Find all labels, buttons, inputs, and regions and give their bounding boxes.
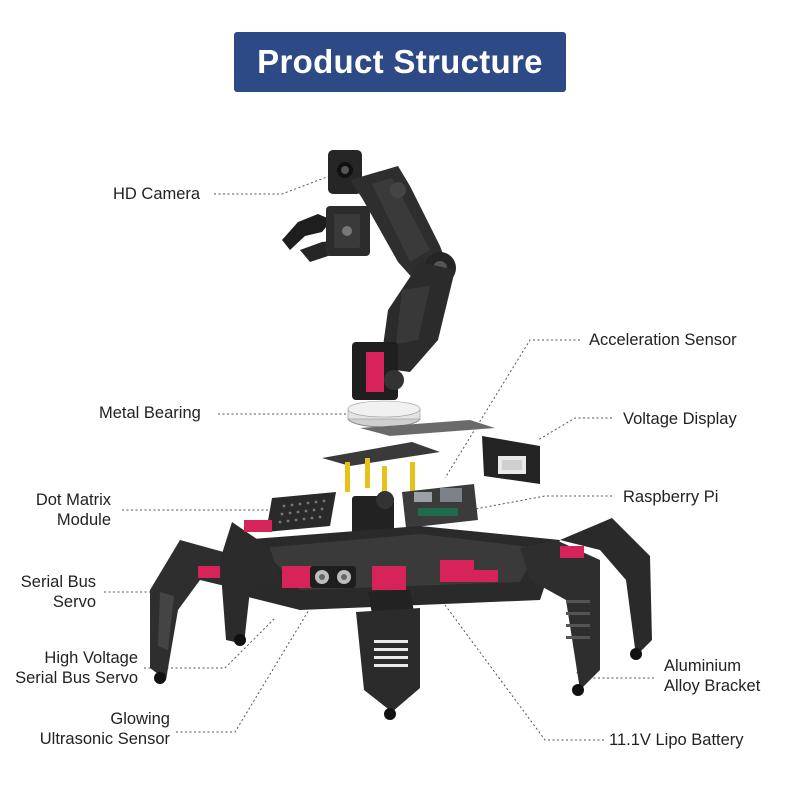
- label-acceleration-sensor: Acceleration Sensor: [589, 331, 737, 349]
- mounting-plates: [322, 420, 495, 494]
- label-high-voltage-line2: Serial Bus Servo: [15, 669, 138, 687]
- label-high-voltage-line1: High Voltage: [44, 649, 138, 667]
- body-chassis: [228, 526, 560, 614]
- dot-matrix-module: [266, 492, 336, 532]
- robot-arm: [282, 150, 456, 400]
- leader-battery: [444, 604, 604, 741]
- metal-bearing: [347, 400, 421, 428]
- label-aluminium-line2: Alloy Bracket: [664, 677, 761, 695]
- label-glowing-line1: Glowing: [110, 710, 170, 728]
- label-voltage-display: Voltage Display: [623, 410, 737, 428]
- label-aluminium-bracket: Aluminium Alloy Bracket: [664, 656, 760, 696]
- leader-voltage-display: [537, 417, 612, 441]
- label-ultrasonic-sensor: Glowing Ultrasonic Sensor: [28, 709, 170, 749]
- ultrasonic-sensor: [310, 566, 356, 588]
- label-high-voltage-servo: High Voltage Serial Bus Servo: [6, 648, 138, 688]
- leader-lines: [104, 173, 654, 741]
- label-dot-matrix-line2: Module: [56, 511, 111, 529]
- legs: [150, 518, 652, 720]
- label-metal-bearing: Metal Bearing: [99, 404, 201, 422]
- label-serial-bus-line1: Serial Bus: [20, 573, 96, 591]
- label-raspberry-pi: Raspberry Pi: [623, 488, 719, 506]
- label-serial-bus-line2: Servo: [52, 593, 96, 611]
- leader-high-voltage-servo: [144, 617, 276, 669]
- page-title: Product Structure: [257, 43, 543, 80]
- label-glowing-line2: Ultrasonic Sensor: [39, 730, 170, 748]
- label-dot-matrix-line1: Dot Matrix: [35, 491, 111, 509]
- gripper: [282, 206, 370, 262]
- label-aluminium-line1: Aluminium: [664, 657, 742, 675]
- leader-raspberry-pi: [469, 495, 612, 511]
- voltage-display-module: [482, 436, 540, 484]
- leader-ultrasonic-sensor: [176, 594, 319, 733]
- label-battery: 11.1V Lipo Battery: [609, 731, 744, 749]
- label-dot-matrix-module: Dot Matrix Module: [25, 490, 111, 530]
- label-hd-camera: HD Camera: [113, 185, 201, 203]
- label-serial-bus-servo: Serial Bus Servo: [12, 572, 96, 612]
- leader-acceleration-sensor: [444, 339, 580, 479]
- title-banner: Product Structure: [234, 32, 566, 92]
- leader-hd-camera: [214, 173, 336, 195]
- raspberry-pi-board: [402, 484, 478, 528]
